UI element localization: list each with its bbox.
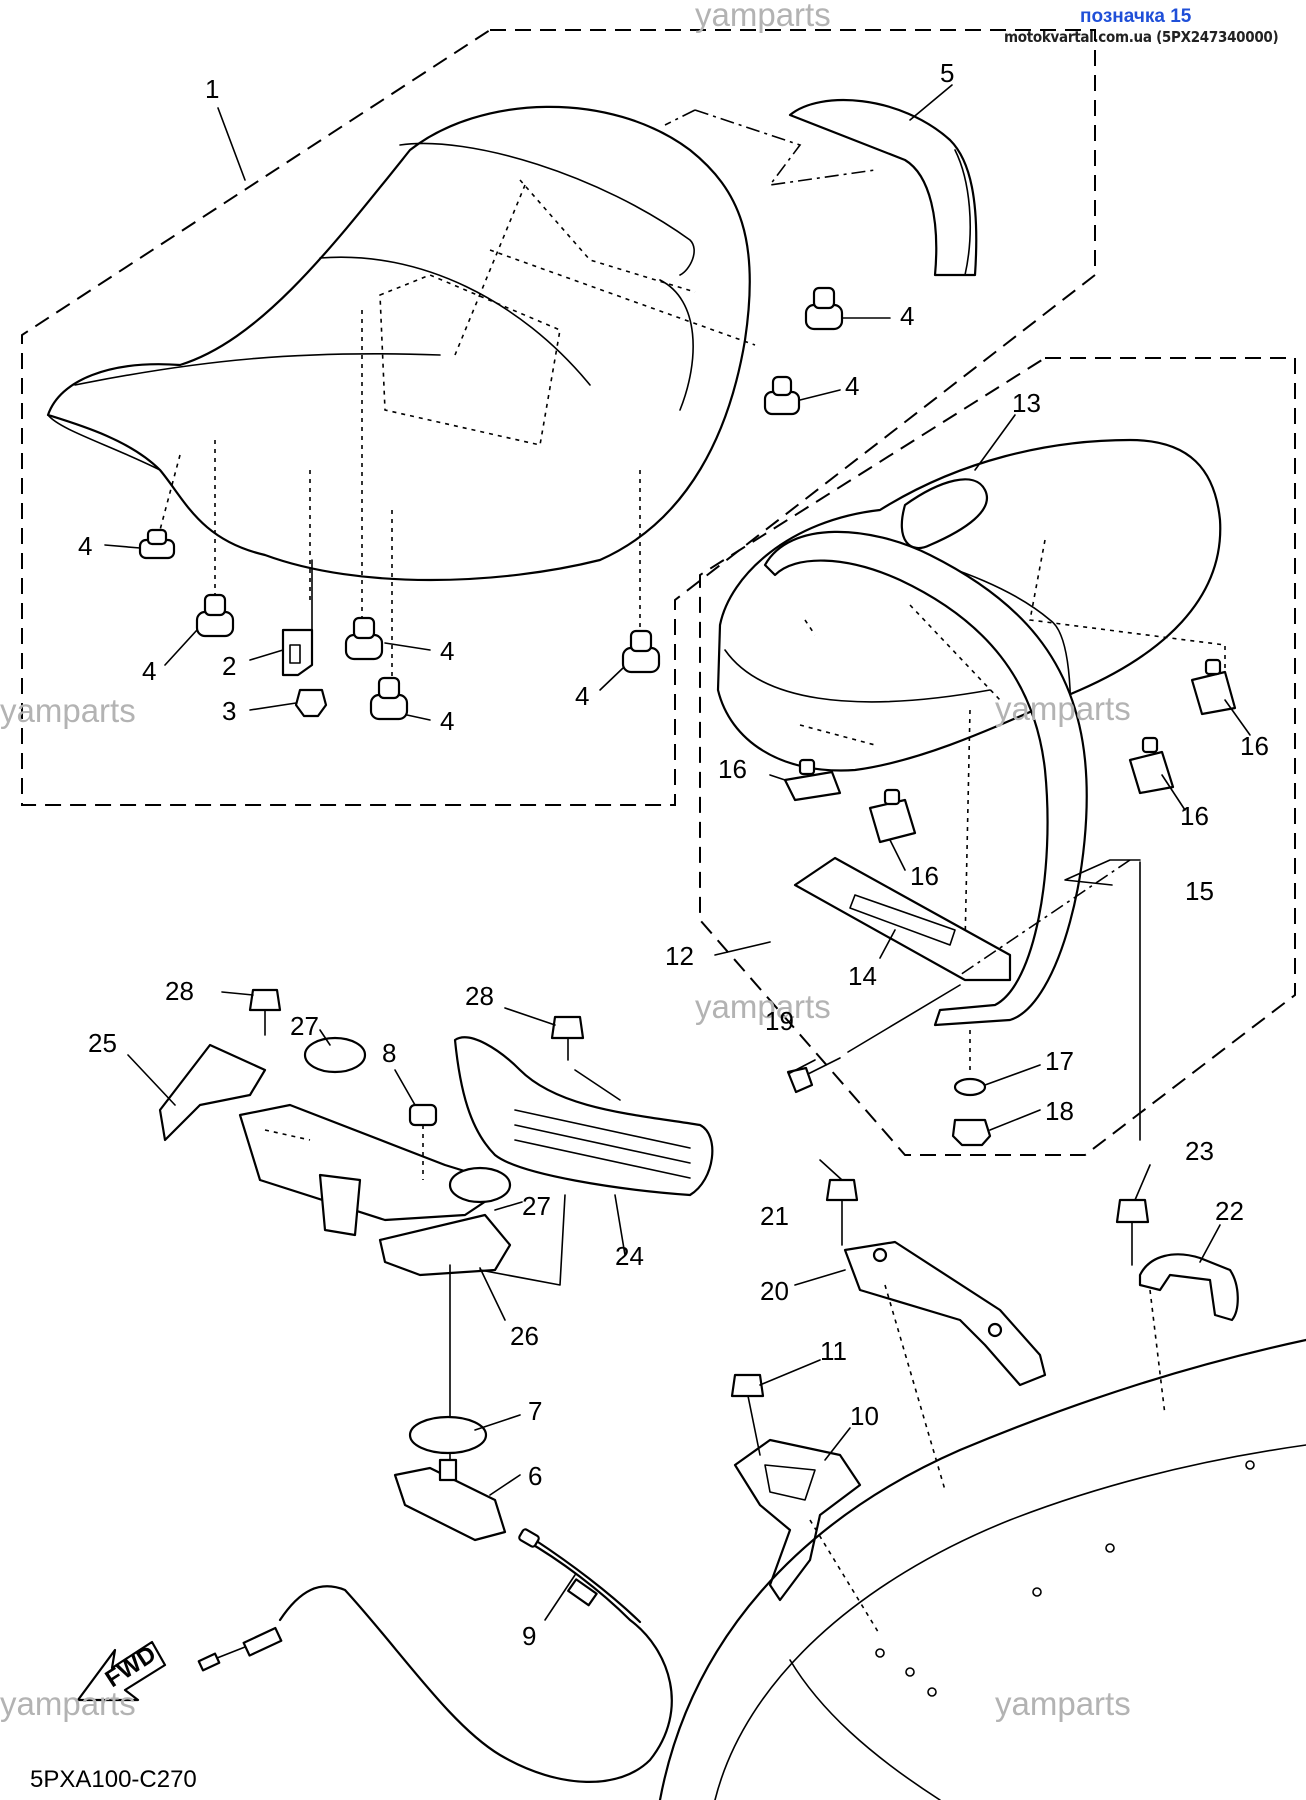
callout-9: 9 xyxy=(522,1621,536,1651)
group-boundary-front-seat xyxy=(21,29,1096,806)
nut xyxy=(294,688,328,718)
clip-16d xyxy=(1190,658,1237,716)
callout-18: 18 xyxy=(1045,1096,1074,1126)
callout-16b: 16 xyxy=(910,861,939,891)
plate-7 xyxy=(408,1415,488,1455)
callout-28b: 28 xyxy=(465,981,494,1011)
damper-4b xyxy=(195,593,235,638)
seat-stay xyxy=(793,856,1141,1141)
callout-16a: 16 xyxy=(718,754,747,784)
diagram-code: 5PXA100-C270 xyxy=(30,1766,197,1793)
leader-lines xyxy=(104,84,1251,1621)
damper-4c xyxy=(344,616,384,661)
callout-4d: 4 xyxy=(440,706,454,736)
callout-4f: 4 xyxy=(900,301,914,331)
callout-23: 23 xyxy=(1185,1136,1214,1166)
watermark-bottom-left: yamparts xyxy=(0,1685,136,1722)
callout-4e: 4 xyxy=(575,681,589,711)
damper-4d xyxy=(369,676,409,721)
clip-group xyxy=(783,658,1237,844)
callout-27a: 27 xyxy=(290,1011,319,1041)
callout-17: 17 xyxy=(1045,1046,1074,1076)
bolt-19 xyxy=(786,984,961,1094)
damper-4e xyxy=(621,629,661,674)
bolt-21 xyxy=(825,1178,859,1246)
site-label: motokvartal.com.ua (5PX247340000) xyxy=(1004,28,1279,46)
damper-4f xyxy=(804,286,844,331)
damper-4g xyxy=(763,375,801,416)
nut-18 xyxy=(951,1118,992,1147)
callout-19: 19 xyxy=(765,1006,794,1036)
clip-16c xyxy=(1128,736,1175,795)
callout-4b: 4 xyxy=(142,656,156,686)
callout-12: 12 xyxy=(665,941,694,971)
left-bracket xyxy=(158,988,585,1501)
callout-26: 26 xyxy=(510,1321,539,1351)
callout-4a: 4 xyxy=(78,531,92,561)
reference-label[interactable]: позначка 15 xyxy=(1080,6,1192,27)
callouts: 1 2 3 4 4 4 4 4 4 4 5 6 7 8 9 10 11 12 1… xyxy=(78,58,1269,1651)
watermark-bottom-right: yamparts xyxy=(995,1685,1131,1722)
callout-16d: 16 xyxy=(1240,731,1269,761)
watermark-middle: yamparts xyxy=(695,988,831,1025)
group-boundary-rear-seat xyxy=(699,357,1296,1156)
frame-outline xyxy=(658,1338,1306,1800)
bracket xyxy=(281,559,314,677)
damper-group xyxy=(138,286,844,721)
bolt-23 xyxy=(1115,1198,1150,1266)
clip-16a xyxy=(783,758,842,802)
bolt-11 xyxy=(730,1373,765,1456)
hook-bracket-20 xyxy=(843,1240,1047,1387)
washer-17 xyxy=(953,1077,987,1097)
callout-4c: 4 xyxy=(440,636,454,666)
callout-20: 20 xyxy=(760,1276,789,1306)
callout-8: 8 xyxy=(382,1038,396,1068)
callout-28a: 28 xyxy=(165,976,194,1006)
callout-5: 5 xyxy=(940,58,954,88)
callout-14: 14 xyxy=(848,961,877,991)
latch-bracket-10 xyxy=(733,1438,862,1602)
callout-1: 1 xyxy=(205,74,219,104)
callout-25: 25 xyxy=(88,1028,117,1058)
watermark-right: yamparts xyxy=(995,690,1131,727)
clip-16b xyxy=(868,788,917,844)
seat-strap-cover xyxy=(664,99,978,277)
callout-15: 15 xyxy=(1185,876,1214,906)
callout-3: 3 xyxy=(222,696,236,726)
callout-24: 24 xyxy=(615,1241,644,1271)
rear-seat xyxy=(716,438,1226,1027)
callout-6: 6 xyxy=(528,1461,542,1491)
watermark-left: yamparts xyxy=(0,692,136,729)
callout-16c: 16 xyxy=(1180,801,1209,831)
callout-4g: 4 xyxy=(845,371,859,401)
release-cable xyxy=(197,1528,673,1783)
callout-10: 10 xyxy=(850,1401,879,1431)
callout-22: 22 xyxy=(1215,1196,1244,1226)
latch-6 xyxy=(393,1458,507,1542)
callout-13: 13 xyxy=(1012,388,1041,418)
callout-7: 7 xyxy=(528,1396,542,1426)
callout-27b: 27 xyxy=(522,1191,551,1221)
front-seat xyxy=(46,105,756,582)
ribbed-plate xyxy=(453,1036,714,1197)
watermark-top: yamparts xyxy=(695,0,831,33)
callout-11: 11 xyxy=(820,1336,847,1366)
handle-22 xyxy=(1138,1253,1239,1322)
callout-21: 21 xyxy=(760,1201,789,1231)
damper-4a xyxy=(138,528,176,560)
callout-2: 2 xyxy=(222,651,236,681)
